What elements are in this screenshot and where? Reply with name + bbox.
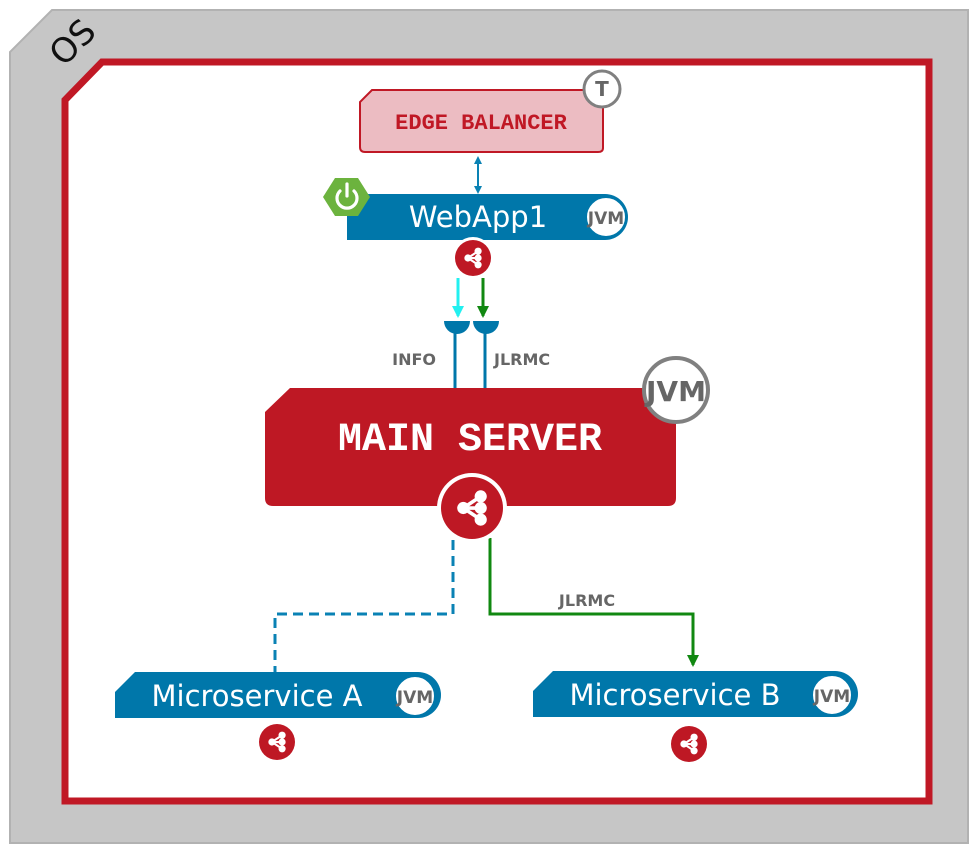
jlrmc-socket <box>473 321 499 388</box>
jlrmc-label: JLRMC <box>493 350 550 369</box>
microservice-a-label: Microservice A <box>152 679 363 713</box>
microservice-b-label: Microservice B <box>569 678 780 712</box>
microservice-b-node[interactable]: Microservice B <box>533 671 858 717</box>
main-server-share-icon[interactable] <box>437 473 507 543</box>
webapp1-jvm-badge: JVM <box>585 196 627 238</box>
microservice-a-link <box>273 540 455 700</box>
info-socket <box>444 321 470 388</box>
microservice-a-node[interactable]: Microservice A <box>115 672 441 718</box>
microservice-b-share-icon[interactable] <box>668 723 710 765</box>
spring-power-icon <box>323 178 370 216</box>
webapp1-node[interactable]: WebApp1 <box>347 194 628 240</box>
microservice-b-link <box>488 538 699 667</box>
microservice-b-link-label: JLRMC <box>558 591 615 610</box>
edge-balancer-node[interactable]: EDGE BALANCER <box>359 89 604 153</box>
webapp1-label: WebApp1 <box>409 200 547 234</box>
microservice-a-jvm-badge-label: JVM <box>396 688 433 708</box>
main-server-label: MAIN SERVER <box>338 418 602 463</box>
edge-balancer-label: EDGE BALANCER <box>395 111 567 136</box>
info-label: INFO <box>392 350 436 369</box>
webapp1-share-icon[interactable] <box>452 237 494 279</box>
main-server-jvm-badge-label: JVM <box>644 375 706 408</box>
webapp1-jvm-badge-label: JVM <box>587 209 624 229</box>
tomcat-badge: T <box>582 69 622 109</box>
main-server-node[interactable]: MAIN SERVER <box>265 388 676 506</box>
main-server-jvm-badge: JVM <box>642 356 710 424</box>
microservice-b-jvm-badge: JVM <box>811 674 853 716</box>
tomcat-badge-label: T <box>595 77 609 101</box>
microservice-a-jvm-badge: JVM <box>394 675 436 717</box>
microservice-a-share-icon[interactable] <box>256 721 298 763</box>
microservice-b-jvm-badge-label: JVM <box>813 687 850 707</box>
